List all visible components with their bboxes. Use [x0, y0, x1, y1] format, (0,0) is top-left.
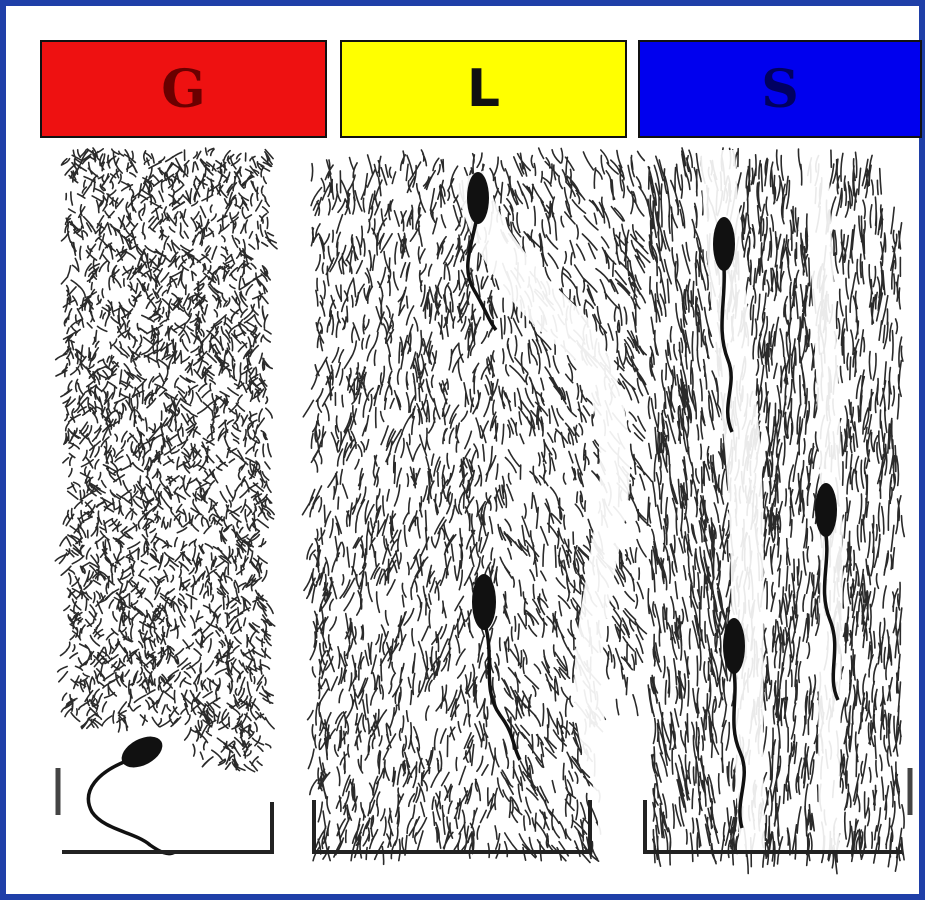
fiber-strands: [55, 148, 277, 772]
panel-g-fibers: [55, 148, 277, 772]
panel-s-fibers: [647, 148, 904, 874]
fiber-strands: [647, 148, 904, 874]
panel-g-base-bracket: [62, 802, 272, 852]
sperm-cell-g: [88, 730, 175, 853]
